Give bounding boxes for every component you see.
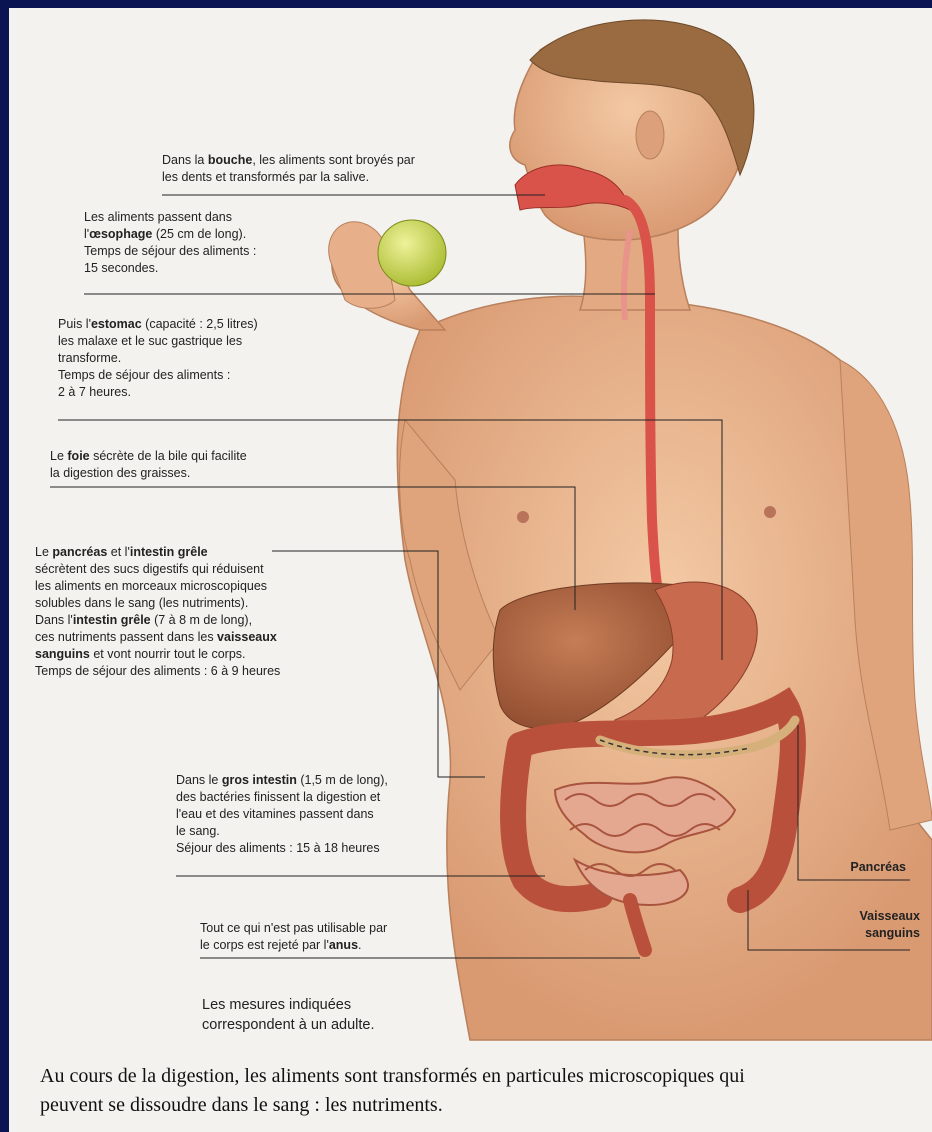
measurement-note: Les mesures indiquées correspondent à un… bbox=[202, 995, 482, 1035]
nipple-right bbox=[764, 506, 776, 518]
nipple-left bbox=[517, 511, 529, 523]
label-vaisseaux-sanguins: Vaisseaux sanguins bbox=[800, 908, 920, 942]
ear bbox=[636, 111, 664, 159]
annotation-gros-intestin: Dans le gros intestin (1,5 m de long), d… bbox=[176, 772, 456, 857]
caption: Au cours de la digestion, les aliments s… bbox=[40, 1062, 920, 1120]
annotation-pancreas-intestin: Le pancréas et l'intestin grêle sécrèten… bbox=[35, 544, 355, 680]
annotation-oesophage: Les aliments passent dans l'œsophage (25… bbox=[84, 209, 324, 277]
annotation-bouche: Dans la bouche, les aliments sont broyés… bbox=[162, 152, 492, 186]
apple bbox=[378, 220, 446, 286]
annotation-anus: Tout ce qui n'est pas utilisable par le … bbox=[200, 920, 460, 954]
label-pancreas: Pancréas bbox=[800, 860, 906, 874]
annotation-foie: Le foie sécrète de la bile qui facilite … bbox=[50, 448, 310, 482]
annotation-estomac: Puis l'estomac (capacité : 2,5 litres) l… bbox=[58, 316, 318, 401]
